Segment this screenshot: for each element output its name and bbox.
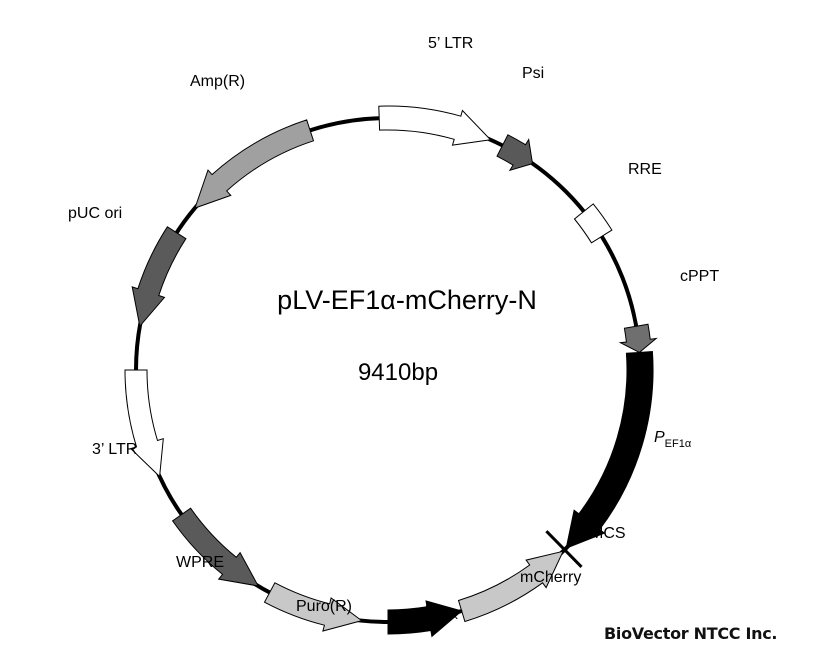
label-wpre: WPRE xyxy=(176,554,224,571)
feature-amp-r xyxy=(194,119,315,209)
feature-3-ltr xyxy=(124,369,164,478)
feature-mcherry xyxy=(457,550,564,623)
label-p-pgk-sub: PGK xyxy=(435,610,459,622)
label-5-ltr: 5’ LTR xyxy=(428,35,473,52)
feature-p-pgk xyxy=(387,600,463,638)
feature-cppt xyxy=(618,323,658,353)
feature-puc-ori xyxy=(131,226,187,328)
label-p-pgk-main: P xyxy=(424,601,435,618)
label-p-ef1a-sub: EF1α xyxy=(665,438,692,450)
label-3-ltr: 3’ LTR xyxy=(92,441,137,458)
feature-wpre xyxy=(171,507,260,587)
feature-layer xyxy=(124,105,658,638)
plasmid-name: pLV-EF1α-mCherry-N xyxy=(277,285,537,315)
feature-puro-r xyxy=(263,582,363,632)
credit-text: BioVector NTCC Inc. xyxy=(604,624,778,643)
label-p-pgk: PPGK xyxy=(424,601,459,622)
label-amp-r: Amp(R) xyxy=(190,73,245,90)
feature-mcs-marker xyxy=(545,530,583,568)
label-mcs: MCS xyxy=(590,525,626,542)
feature-p-ef1a xyxy=(565,350,654,550)
feature-psi xyxy=(496,134,534,172)
label-mcherry: mCherry xyxy=(520,569,581,586)
label-psi: Psi xyxy=(522,65,544,82)
label-cppt: cPPT xyxy=(680,268,719,285)
label-rre: RRE xyxy=(628,161,662,178)
label-puc-ori: pUC ori xyxy=(68,205,122,222)
feature-5-ltr xyxy=(378,105,492,146)
label-p-ef1a: PEF1α xyxy=(654,429,692,450)
plasmid-size: 9410bp xyxy=(358,359,438,386)
feature-rre xyxy=(573,203,613,244)
label-p-ef1a-main: P xyxy=(654,429,665,446)
label-puro-r: Puro(R) xyxy=(296,598,352,615)
